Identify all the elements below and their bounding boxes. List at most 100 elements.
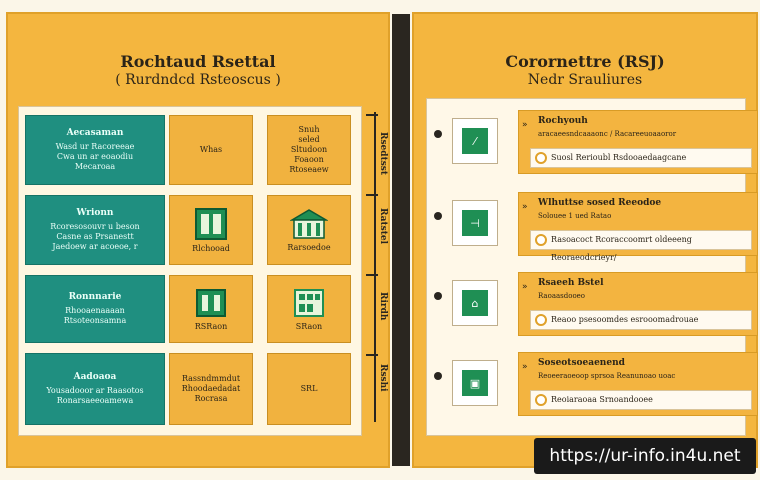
right-title: Corornettre (RSJ) — [505, 52, 665, 71]
bullet-icon — [434, 130, 442, 138]
marker-icon: » — [522, 282, 528, 292]
side-ruler — [374, 112, 376, 422]
row-footer: Reaoo psesoomdes esrooomadrouae — [530, 310, 752, 330]
folder-icon: ▣ — [462, 370, 488, 396]
label-line: Rhooaenaaaan — [65, 305, 125, 315]
row-sub: aracaeesndcaaaonc / Racareeuoaaoror — [538, 130, 677, 138]
marker-icon: » — [522, 362, 528, 372]
building-icon — [290, 208, 328, 239]
ring-icon — [535, 234, 547, 246]
cabinet-icon — [196, 288, 226, 317]
row-footer-text: Rasoacoct Rcoraccoomrt oldeeeng Reoraeod… — [551, 235, 692, 262]
document-icon: ⁄ — [462, 128, 488, 154]
cell-text: Rlchooad — [192, 243, 230, 253]
label-head: Aadoaoa — [73, 372, 117, 383]
ring-icon — [535, 394, 547, 406]
label-line: Casne as Prsanestt — [56, 231, 134, 241]
cell-row1-b: Snuh seled Sltudoon Foaoon Rtoseaew — [267, 115, 351, 185]
row-footer-text: Suosl Rerioubl Rsdooaedaagcane — [551, 153, 687, 162]
label-head: Ronnnarie — [68, 292, 122, 303]
row-sub: Raoaasdooeo — [538, 292, 586, 300]
list-item: ⌂ » Rsaeeh Bstel Raoaasdooeo Reaoo pseso… — [430, 272, 760, 336]
ruler-tick — [366, 274, 378, 276]
side-label: Rirdh — [378, 292, 388, 321]
label-line: Cwa un ar eoaodiu — [56, 151, 134, 161]
label-cell-row4: Aadoaoa Yousadooor ar Raasotos Ronarsaee… — [25, 353, 165, 425]
label-line: Rcoresosouvr u beson — [50, 221, 140, 231]
list-item: ⊣ » Wlhuttse sosed Reeodoe Solouee 1 ued… — [430, 192, 760, 262]
ruler-tick — [366, 194, 378, 196]
marker-icon: » — [522, 120, 528, 130]
ruler-tick — [366, 114, 378, 116]
right-panel: Corornettre (RSJ) Nedr Srauliures ⁄ » Ro… — [412, 12, 758, 468]
row-footer: Suosl Rerioubl Rsdooaedaagcane — [530, 148, 752, 168]
label-cell-row3: Ronnnarie Rhooaenaaaan Rtsoteonsamna — [25, 275, 165, 343]
cell-line: Sltudoon — [290, 145, 328, 154]
row-sub: Solouee 1 ued Ratao — [538, 212, 612, 220]
watermark-url: https://ur-info.in4u.net — [534, 438, 756, 474]
label-head: Aecasaman — [66, 128, 124, 139]
cell-row3-b: SRaon — [267, 275, 351, 343]
row-title: Rsaeeh Bstel — [538, 278, 604, 288]
cell-row3-a: RSRaon — [169, 275, 253, 343]
row-title: Rochyouh — [538, 116, 588, 126]
side-label: Ratstel — [378, 208, 388, 245]
cell-row4-a: Rassndmmdut Rhoodaedadat Rocrasa — [169, 353, 253, 425]
label-cell-row1: Aecasaman Wasd ur Racoreeae Cwa un ar eo… — [25, 115, 165, 185]
bullet-icon — [434, 212, 442, 220]
list-item: ▣ » Soseotsoeaenend Reoeeraoeoop sprsoa … — [430, 352, 760, 416]
left-subtitle: ( Rurdndcd Rsteoscus ) — [115, 72, 281, 88]
ring-icon — [535, 314, 547, 326]
thumbnail: ⌂ — [452, 280, 498, 326]
cell-row2-a: Rlchooad — [169, 195, 253, 265]
marker-icon: » — [522, 202, 528, 212]
row-footer: Reoiaraoaa Srnoandooee — [530, 390, 752, 410]
cell-row1-a: Whas — [169, 115, 253, 185]
ring-icon — [535, 152, 547, 164]
cell-line: Snuh — [298, 125, 320, 134]
cell-row4-b: SRL — [267, 353, 351, 425]
cell-line: Rassndmmdut — [181, 374, 241, 383]
cell-line: Rtoseaew — [289, 165, 329, 174]
left-title: Rochtaud Rsettal — [120, 52, 276, 71]
right-subtitle: Nedr Srauliures — [527, 72, 643, 88]
label-line: Ronarsaeeoamewa — [56, 395, 134, 405]
center-divider — [392, 14, 410, 466]
cell-text: Whas — [199, 145, 223, 154]
row-footer-text: Reaoo psesoomdes esrooomadrouae — [551, 315, 699, 324]
left-grid: Aecasaman Wasd ur Racoreeae Cwa un ar eo… — [18, 106, 362, 436]
label-line: Yousadooor ar Raasotos — [46, 385, 144, 395]
building-icon: ⌂ — [462, 290, 488, 316]
cell-line: Rhoodaedadat — [181, 384, 241, 393]
window-icon — [195, 207, 227, 240]
arrow-icon: ⊣ — [462, 210, 488, 236]
cell-row2-b: Rarsoedoe — [267, 195, 351, 265]
cell-line: seled — [298, 135, 320, 144]
cell-text: SRaon — [295, 321, 323, 331]
thumbnail: ⁄ — [452, 118, 498, 164]
row-title: Soseotsoeaenend — [538, 358, 625, 368]
bullet-icon — [434, 372, 442, 380]
label-head: Wrionn — [76, 208, 114, 219]
cell-text: Rarsoedoe — [287, 242, 331, 252]
ruler-tick — [366, 354, 378, 356]
thumbnail: ⊣ — [452, 200, 498, 246]
label-line: Wasd ur Racoreeae — [55, 141, 135, 151]
row-title: Wlhuttse sosed Reeodoe — [538, 198, 662, 208]
label-cell-row2: Wrionn Rcoresosouvr u beson Casne as Prs… — [25, 195, 165, 265]
shelf-icon — [294, 288, 324, 317]
label-line: Mecaroaa — [74, 161, 116, 171]
row-footer-text: Reoiaraoaa Srnoandooee — [551, 395, 653, 404]
label-line: Jaedoew ar acoeoe, r — [52, 241, 138, 251]
bullet-icon — [434, 292, 442, 300]
row-sub: Reoeeraoeoop sprsoa Reanunoao uoac — [538, 372, 676, 380]
thumbnail: ▣ — [452, 360, 498, 406]
list-item: ⁄ » Rochyouh aracaeesndcaaaonc / Racaree… — [430, 110, 760, 174]
cell-line: Rocrasa — [194, 394, 228, 403]
side-label: Rsedtsst — [378, 132, 388, 176]
cell-text: RSRaon — [194, 321, 228, 331]
row-footer: Rasoacoct Rcoraccoomrt oldeeeng Reoraeod… — [530, 230, 752, 262]
cell-line: Foaoon — [294, 155, 324, 164]
left-panel: Rochtaud Rsettal ( Rurdndcd Rsteoscus ) … — [6, 12, 390, 468]
side-label: Rsshi — [378, 364, 388, 392]
